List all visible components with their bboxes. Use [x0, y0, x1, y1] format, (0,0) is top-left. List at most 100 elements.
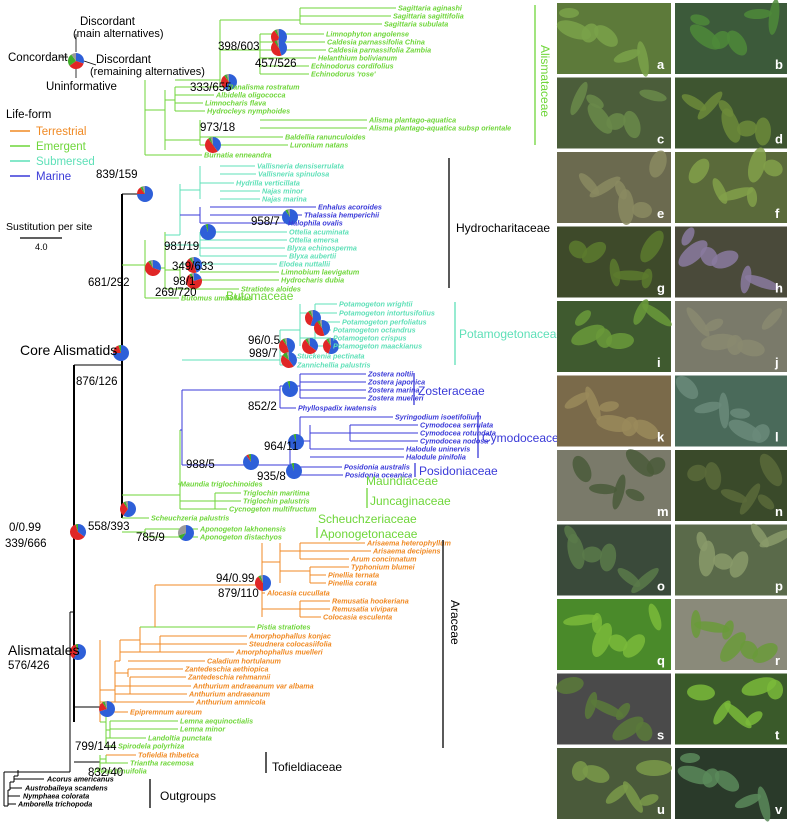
plant-shape — [589, 483, 617, 495]
concordance-pie — [221, 74, 237, 90]
taxon-label: Cymodocea nodosa — [420, 437, 488, 446]
family-label: Araceae — [448, 600, 462, 645]
photo-label: l — [775, 430, 779, 445]
plant-shape — [747, 147, 767, 183]
plant-shape — [744, 8, 772, 20]
taxon-label: Tofieldia thibetica — [138, 751, 199, 760]
node-support-label: 981/19 — [164, 241, 199, 253]
concordance-pie — [243, 454, 259, 470]
taxon-label: Sagittaria aginashi — [398, 4, 463, 13]
plant-shape — [591, 623, 613, 657]
pie-slice — [285, 463, 302, 479]
clade-label-core-alismatids: Core Alismatids — [20, 342, 117, 358]
node-support-label: 94/0.99 — [216, 573, 254, 585]
taxon-label: Pleea tenuifolia — [94, 767, 147, 776]
taxon-label: Halodule pinifolia — [406, 453, 466, 462]
family-label-scheuchzeriaceae: Scheuchzeriaceae — [318, 512, 417, 526]
taxon-label: Syringodium isoetifolium — [395, 413, 482, 422]
node-support-label: 349/633 — [172, 261, 214, 273]
pie-slice — [281, 355, 294, 368]
photo-d: d — [675, 77, 787, 149]
photo-label: a — [657, 57, 665, 72]
photo-bg — [557, 77, 671, 149]
pie-slice — [69, 61, 84, 70]
taxon-label: Arisaema decipiens — [372, 547, 441, 556]
taxon-label: Ranalisma rostratum — [228, 83, 300, 92]
plant-shape — [678, 240, 708, 267]
photo-bg — [557, 748, 671, 819]
photo-e: e — [557, 150, 671, 225]
plant-shape — [623, 781, 643, 813]
pie-slice — [310, 310, 313, 318]
plant-shape — [570, 81, 588, 116]
concordance-pie — [287, 434, 304, 450]
pie-slice — [326, 338, 331, 346]
node-support-label: 558/393 — [88, 521, 130, 533]
taxon-label: Baldellia ranunculoides — [285, 133, 366, 142]
plant-shape — [680, 752, 700, 764]
taxon-label: Acorus americanus — [46, 775, 114, 784]
photo-g: g — [557, 226, 671, 298]
taxon-label: Pinellia ternata — [328, 571, 379, 580]
pie-slice — [125, 501, 128, 509]
legend-concordant: Concordant — [8, 52, 68, 64]
concordance-pie — [145, 260, 161, 276]
pie-slice — [282, 352, 289, 360]
taxon-label: Limnobium laevigatum — [281, 268, 360, 277]
legend-discordant-remaining-sub: (remaining alternatives) — [90, 66, 205, 78]
plant-shape — [556, 20, 592, 40]
pie-slice — [181, 525, 195, 541]
plant-shape — [750, 523, 770, 548]
photo-h: h — [675, 226, 787, 298]
family-label: Alismataceae — [538, 45, 552, 117]
pie-slice — [281, 381, 298, 397]
taxon-label: Limnophyton angolense — [326, 30, 409, 39]
plant-shape — [572, 455, 592, 483]
node-support-label: 96/0.5 — [248, 335, 280, 347]
plant-shape — [649, 150, 667, 178]
pie-slice — [213, 137, 221, 152]
pie-slice — [310, 338, 318, 351]
plant-shape — [625, 449, 655, 477]
pie-slice — [291, 463, 294, 471]
plant-shape — [636, 760, 672, 776]
phylogenetic-tree — [3, 7, 418, 807]
node-support-label: 0/0.99 — [9, 522, 41, 534]
family-label: Aponogetonaceae — [320, 527, 418, 541]
concordance-pie — [199, 224, 216, 240]
taxon-label: Helanthium bolivianum — [318, 54, 398, 63]
pie-slice — [287, 381, 290, 389]
taxon-label: Pistia stratiotes — [257, 623, 311, 632]
plant-shape — [687, 464, 707, 482]
taxon-label: Echinodorus 'rose' — [311, 70, 376, 79]
plant-shape — [690, 610, 702, 638]
plant-shape — [761, 308, 783, 330]
pie-slice — [102, 701, 107, 709]
pie-slice — [137, 187, 145, 194]
pie-slice — [276, 40, 279, 48]
concordance-pie — [113, 345, 129, 361]
plant-shape — [596, 415, 632, 432]
pie-slice — [113, 345, 121, 353]
taxon-label: Burnatia enneandra — [204, 151, 272, 160]
taxon-label: Cymodocea serrulata — [420, 421, 493, 430]
photo-l: l — [675, 375, 787, 447]
photo-label: n — [775, 504, 783, 519]
plant-shape — [625, 488, 645, 502]
pie-slice — [287, 209, 290, 217]
pie-slice — [322, 320, 331, 336]
plant-shape — [740, 640, 758, 660]
plant-shape — [578, 173, 600, 195]
taxon-label: Sagittaria sagittifolia — [393, 12, 464, 21]
plant-shape — [718, 392, 730, 429]
concordance-pie — [99, 701, 116, 718]
taxon-label: Lemna aequinoctialis — [180, 717, 253, 726]
pie-slice — [210, 137, 213, 145]
photo-label: u — [657, 802, 665, 817]
pie-slice — [286, 352, 289, 360]
pie-slice — [189, 257, 194, 265]
pie-slice — [75, 524, 78, 532]
plant-shape — [571, 761, 589, 781]
